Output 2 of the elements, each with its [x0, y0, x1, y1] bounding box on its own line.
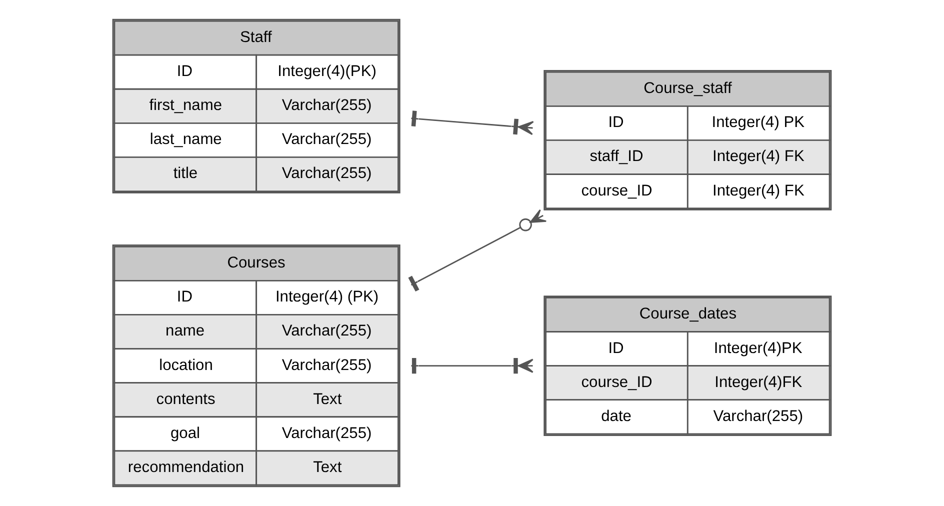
- connector: [411, 110, 534, 136]
- connector: [408, 209, 547, 292]
